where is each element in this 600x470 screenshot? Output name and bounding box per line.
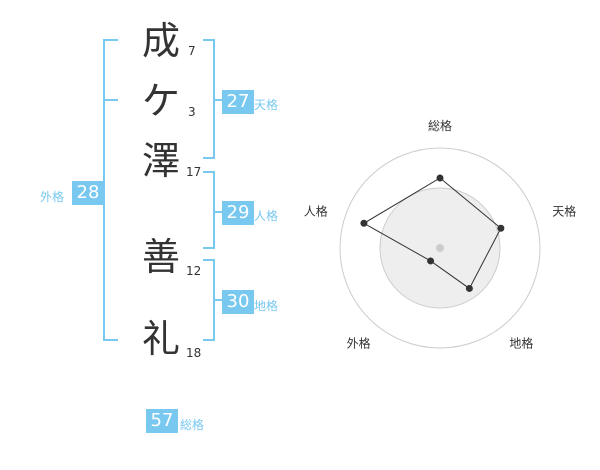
jinkaku-bracket bbox=[203, 171, 215, 249]
stroke-count-3: 17 bbox=[186, 165, 202, 179]
stroke-count-5: 18 bbox=[186, 346, 202, 360]
name-char-4: 善 bbox=[141, 235, 180, 279]
jinkaku-value: 29 bbox=[222, 201, 254, 225]
chikaku-label: 地格 bbox=[254, 299, 279, 313]
tenkaku-value: 27 bbox=[222, 90, 254, 114]
radar-center-dot bbox=[436, 244, 444, 252]
radar-axis-label: 天格 bbox=[552, 204, 576, 219]
soukaku-value: 57 bbox=[146, 409, 178, 433]
radar-axis-label: 人格 bbox=[304, 204, 328, 219]
radar-point-1 bbox=[436, 174, 444, 182]
name-char-3: 澤 bbox=[141, 139, 180, 183]
gaikaku-value: 28 bbox=[72, 181, 104, 205]
tenkaku-label: 天格 bbox=[254, 98, 279, 112]
gaikaku-label: 外格 bbox=[40, 190, 65, 204]
radar-axis-label: 外格 bbox=[347, 335, 371, 350]
stroke-count-4: 12 bbox=[186, 264, 202, 278]
radar-point-2 bbox=[497, 224, 505, 232]
radar-axis-label: 地格 bbox=[509, 335, 533, 350]
soukaku-label: 総格 bbox=[180, 418, 205, 432]
radar-series-line bbox=[362, 177, 502, 290]
radar-point-4 bbox=[427, 257, 435, 265]
radar-point-5 bbox=[360, 219, 368, 227]
gaikaku-bracket bbox=[103, 39, 118, 341]
radar-axis-label: 総格 bbox=[428, 118, 452, 133]
jinkaku-label: 人格 bbox=[254, 209, 279, 223]
stroke-count-1: 7 bbox=[188, 44, 196, 58]
name-char-1: 成 bbox=[141, 19, 180, 63]
name-char-5: 礼 bbox=[141, 317, 180, 361]
stroke-count-2: 3 bbox=[188, 105, 196, 119]
radar-point-3 bbox=[465, 284, 473, 292]
name-char-2: ケ bbox=[141, 79, 180, 123]
chikaku-value: 30 bbox=[222, 290, 254, 314]
accent-stroke bbox=[103, 39, 222, 341]
